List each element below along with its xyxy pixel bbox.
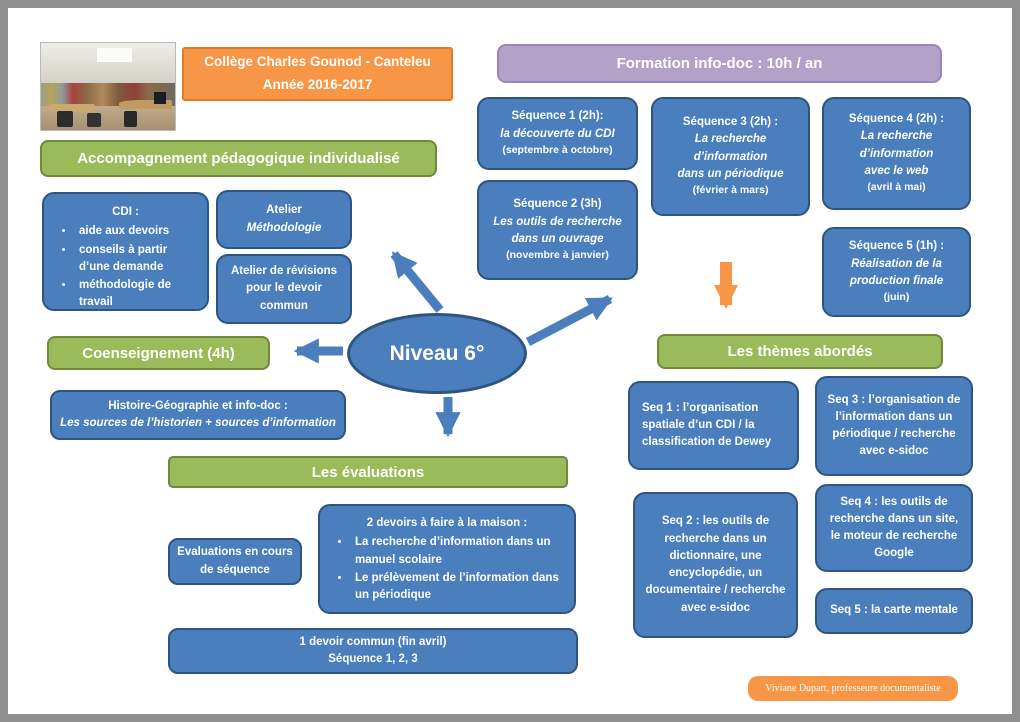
sequence-2-subject: dans un ouvrage bbox=[511, 232, 604, 245]
themes-title: Les thèmes abordés bbox=[727, 343, 873, 360]
photo-skylight bbox=[97, 48, 133, 63]
theme-seq3-label: Seq 3 : l’organisation de l’information … bbox=[827, 393, 961, 458]
accompagnement-banner: Accompagnement pédagogique individualisé bbox=[40, 140, 437, 177]
themes-banner: Les thèmes abordés bbox=[657, 334, 943, 369]
homework-bullet-list: La recherche d’information dans un manue… bbox=[327, 534, 567, 605]
homework-title: 2 devoirs à faire à la maison : bbox=[366, 517, 528, 529]
sequence-1-box: Séquence 1 (2h): la découverte du CDI (s… bbox=[477, 97, 638, 170]
sequence-1-title: Séquence 1 (2h): bbox=[511, 110, 604, 123]
photo-table bbox=[118, 100, 173, 110]
central-node-label: Niveau 6° bbox=[389, 341, 485, 365]
sequence-4-subject: avec le web bbox=[864, 164, 929, 177]
sequence-5-subject: production finale bbox=[849, 274, 944, 287]
sequence-2-title: Séquence 2 (3h) bbox=[513, 198, 602, 211]
school-name: Collège Charles Gounod - Canteleu bbox=[204, 54, 431, 70]
coenseignement-title: Coenseignement (4h) bbox=[82, 344, 235, 362]
sequence-4-subject: d’information bbox=[859, 147, 934, 160]
photo-chair bbox=[124, 110, 138, 127]
histoire-geo-line2: Les sources de l’historien + sources d’i… bbox=[60, 417, 336, 429]
sequence-1-subject: la découverte du CDI bbox=[500, 127, 615, 140]
theme-seq5-label: Seq 5 : la carte mentale bbox=[830, 604, 958, 617]
atelier-line1: Atelier bbox=[266, 204, 302, 217]
sequence-4-subject: La recherche bbox=[860, 130, 933, 143]
sequence-3-subject: d’information bbox=[693, 150, 768, 163]
atelier-revisions-label: Atelier de révisions pour le devoir comm… bbox=[230, 265, 338, 312]
theme-seq3-box: Seq 3 : l’organisation de l’information … bbox=[815, 376, 973, 476]
devoir-commun-box: 1 devoir commun (fin avril) Séquence 1, … bbox=[168, 628, 578, 674]
arrow-to-sequences bbox=[525, 295, 613, 346]
theme-seq1-label: Seq 1 : l’organisation spatiale d’un CDI… bbox=[642, 401, 772, 449]
sequence-5-subject: Réalisation de la bbox=[851, 257, 942, 270]
sequence-3-title: Séquence 3 (2h) : bbox=[682, 116, 779, 129]
cdi-photo bbox=[40, 42, 176, 131]
sequence-4-period: (avril à mai) bbox=[867, 181, 926, 194]
photo-chair bbox=[57, 110, 74, 127]
cdi-bullet-list: aide aux devoirs conseils à partir d’une… bbox=[51, 223, 200, 312]
sequence-2-subject: Les outils de recherche bbox=[493, 215, 622, 228]
sequence-4-title: Séquence 4 (2h) : bbox=[848, 113, 945, 126]
theme-seq2-label: Seq 2 : les outils de recherche dans un … bbox=[645, 515, 786, 614]
cdi-box-title: CDI : bbox=[112, 206, 139, 218]
photo-computer bbox=[153, 91, 166, 104]
homework-bullet: Le prélèvement de l’information dans un … bbox=[351, 570, 567, 605]
histoire-geo-box: Histoire-Géographie et info-doc : Les so… bbox=[50, 390, 346, 440]
cdi-bullet: conseils à partir d’une demande bbox=[75, 242, 200, 277]
accompagnement-title: Accompagnement pédagogique individualisé bbox=[77, 150, 400, 167]
sequence-2-box: Séquence 2 (3h) Les outils de recherche … bbox=[477, 180, 638, 280]
formation-banner: Formation info-doc : 10h / an bbox=[497, 44, 942, 83]
devoir-commun-line1: 1 devoir commun (fin avril) bbox=[299, 635, 447, 648]
theme-seq4-label: Seq 4 : les outils de recherche dans un … bbox=[829, 495, 959, 560]
evaluations-title: Les évaluations bbox=[311, 463, 425, 481]
cdi-bullet: aide aux devoirs bbox=[75, 223, 200, 240]
sequence-4-box: Séquence 4 (2h) : La recherche d’informa… bbox=[822, 97, 971, 210]
author-credit-text: Viviane Dupart, professeure documentalis… bbox=[765, 683, 941, 694]
sequence-3-period: (février à mars) bbox=[692, 184, 769, 197]
central-node-niveau6: Niveau 6° bbox=[347, 313, 527, 394]
histoire-geo-line1: Histoire-Géographie et info-doc : bbox=[108, 399, 288, 412]
atelier-line2: Méthodologie bbox=[246, 221, 322, 234]
devoir-commun-line2: Séquence 1, 2, 3 bbox=[328, 653, 418, 665]
atelier-revisions-box: Atelier de révisions pour le devoir comm… bbox=[216, 254, 352, 324]
evaluations-banner: Les évaluations bbox=[168, 456, 568, 488]
sequence-5-box: Séquence 5 (1h) : Réalisation de la prod… bbox=[822, 227, 971, 317]
sequence-5-period: (juin) bbox=[883, 291, 910, 303]
theme-seq1-box: Seq 1 : l’organisation spatiale d’un CDI… bbox=[628, 381, 799, 470]
school-title-box: Collège Charles Gounod - Canteleu Année … bbox=[182, 47, 453, 101]
arrow-to-ateliers bbox=[390, 251, 444, 313]
evaluations-in-course-box: Evaluations en cours de séquence bbox=[168, 538, 302, 585]
sequence-3-subject: La recherche bbox=[694, 133, 767, 146]
sequence-2-period: (novembre à janvier) bbox=[506, 249, 609, 261]
photo-table bbox=[49, 103, 95, 112]
cdi-bullet: méthodologie de travail bbox=[75, 277, 200, 312]
sequence-3-box: Séquence 3 (2h) : La recherche d’informa… bbox=[651, 97, 810, 216]
atelier-methodologie-box: Atelier Méthodologie bbox=[216, 190, 352, 249]
formation-title: Formation info-doc : 10h / an bbox=[616, 55, 823, 72]
photo-chair bbox=[86, 112, 102, 128]
cdi-box: CDI : aide aux devoirs conseils à partir… bbox=[42, 192, 209, 311]
sequence-5-title: Séquence 5 (1h) : bbox=[848, 240, 945, 253]
author-credit-badge: Viviane Dupart, professeure documentalis… bbox=[748, 676, 958, 701]
evaluations-in-course-label: Evaluations en cours de séquence bbox=[177, 546, 293, 576]
sequence-1-period: (septembre à octobre) bbox=[502, 143, 613, 156]
theme-seq2-box: Seq 2 : les outils de recherche dans un … bbox=[633, 492, 798, 638]
school-year: Année 2016-2017 bbox=[262, 77, 373, 92]
photo-bookshelves bbox=[41, 83, 175, 106]
homework-box: 2 devoirs à faire à la maison : La reche… bbox=[318, 504, 576, 614]
theme-seq4-box: Seq 4 : les outils de recherche dans un … bbox=[815, 484, 973, 572]
coenseignement-banner: Coenseignement (4h) bbox=[47, 336, 270, 370]
homework-bullet: La recherche d’information dans un manue… bbox=[351, 534, 567, 569]
theme-seq5-box: Seq 5 : la carte mentale bbox=[815, 588, 973, 634]
sequence-3-subject: dans un périodique bbox=[677, 167, 784, 180]
